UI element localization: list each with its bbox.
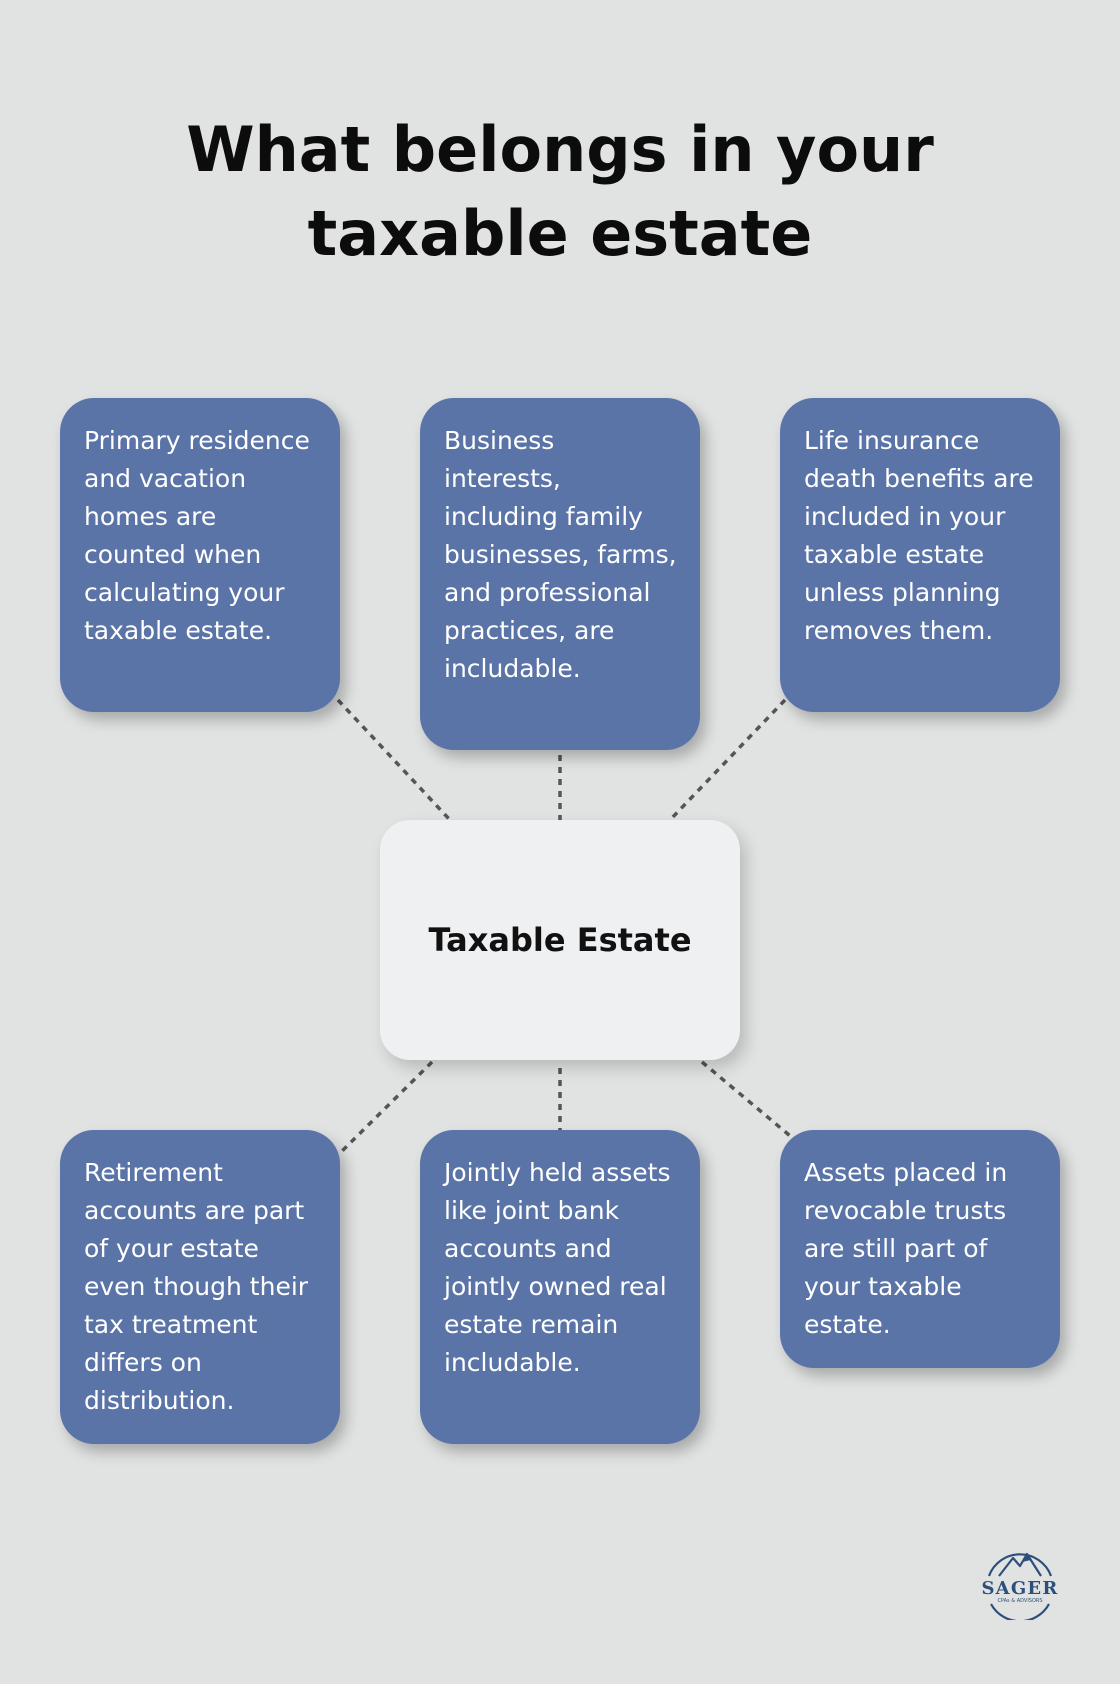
card-revocable-trusts: Assets placed in revocable trusts are st…: [780, 1130, 1060, 1368]
card-retirement-accounts: Retirement accounts are part of your est…: [60, 1130, 340, 1444]
card-text: Assets placed in revocable trusts are st…: [804, 1158, 1008, 1339]
card-text: Retirement accounts are part of your est…: [84, 1158, 309, 1415]
card-life-insurance: Life insurance death benefits are includ…: [780, 398, 1060, 712]
mountain-icon: [987, 1552, 1053, 1620]
logo-name: SAGER: [981, 1578, 1058, 1599]
card-text: Business interests, including family bus…: [444, 426, 677, 683]
sager-logo: SAGER CPAs & ADVISORS: [981, 1552, 1058, 1620]
center-label: Taxable Estate: [428, 921, 692, 959]
connector-3: [668, 698, 787, 822]
logo-tagline: CPAs & ADVISORS: [997, 1598, 1042, 1604]
connector-1: [336, 698, 452, 822]
connector-6: [700, 1060, 797, 1142]
card-text: Life insurance death benefits are includ…: [804, 426, 1034, 645]
card-business-interests: Business interests, including family bus…: [420, 398, 700, 750]
connector-4: [336, 1060, 434, 1157]
page-title: What belongs in your taxable estate: [186, 113, 934, 270]
card-jointly-held-assets: Jointly held assets like joint bank acco…: [420, 1130, 700, 1444]
card-text: Jointly held assets like joint bank acco…: [444, 1158, 671, 1377]
card-primary-residence: Primary residence and vacation homes are…: [60, 398, 340, 712]
center-node: Taxable Estate: [380, 820, 740, 1060]
card-text: Primary residence and vacation homes are…: [84, 426, 310, 645]
